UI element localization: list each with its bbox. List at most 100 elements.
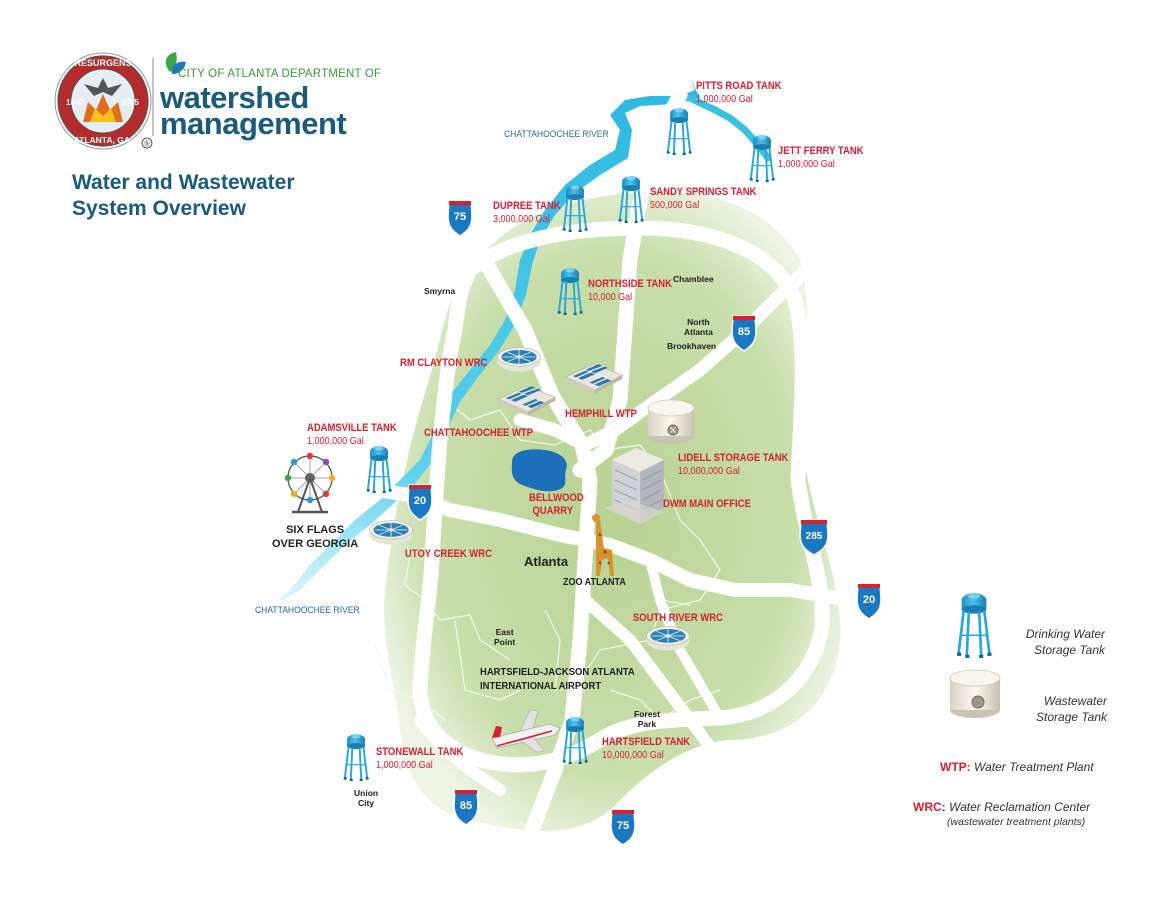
jett-ferry-tank-name: JETT FERRY TANK [778, 145, 864, 157]
hartsfield-tank-capacity: 10,000,000 Gal [602, 748, 664, 761]
legend-wastewater-tank-icon [949, 669, 1001, 718]
bellwood-quarry-label: BELLWOOD QUARRY [529, 492, 593, 517]
northside-tank-name: NORTHSIDE TANK [588, 278, 672, 290]
smyrna-label: Smyrna [424, 286, 456, 296]
svg-text:®: ® [144, 140, 150, 148]
dwm-main-office-label: DWM MAIN OFFICE [663, 498, 751, 510]
legend-wtp-text: Water Treatment Plant [974, 760, 1094, 774]
i85-north-label: 85 [738, 326, 750, 338]
chattahoochee-wtp-label: CHATTAHOOCHEE WTP [424, 427, 533, 439]
sandy-springs-tank-name: SANDY SPRINGS TANK [650, 186, 757, 198]
dupree-tank-label: DUPREE TANK 3,000,000 Gal [493, 200, 572, 225]
hartsfield-tank-label: HARTSFIELD TANK 10,000,000 Gal [602, 736, 704, 761]
lidell-storage-tank-name: LIDELL STORAGE TANK [678, 452, 789, 464]
brookhaven-label: Brookhaven [667, 341, 717, 351]
northside-tank-label: NORTHSIDE TANK 10,000 Gal [588, 278, 686, 303]
south-river-clarifier-icon [646, 626, 690, 651]
seal-top-text: RESURGENS [74, 58, 131, 68]
stonewall-tank-label: STONEWALL TANK 1,000,000 Gal [376, 746, 477, 771]
i75-south-label: 75 [617, 820, 629, 832]
six-flags-line-2: OVER GEORGIA [272, 538, 359, 550]
lidell-storage-tank-label: LIDELL STORAGE TANK 10,000,000 Gal [678, 452, 806, 477]
seal-year-left: 1847 [66, 98, 84, 107]
bellwood-quarry-label-line-1: BELLWOOD [529, 492, 584, 504]
i20-west-shield: 20 [407, 484, 433, 521]
airport-line-1: HARTSFIELD-JACKSON ATLANTA [480, 666, 635, 678]
chamblee-label: Chamblee [673, 274, 714, 284]
forest-park-line-2: Park [637, 718, 657, 729]
seal-year-right: 1865 [121, 98, 139, 107]
rm-clayton-wrc-label: RM CLAYTON WRC [400, 357, 488, 369]
dwm-main-office-building-icon [604, 448, 664, 524]
i75-south-shield: 75 [610, 809, 636, 846]
legend-wtp-abbr: WTP: [940, 760, 971, 774]
utoy-creek-clarifier-icon [369, 520, 413, 545]
zoo-atlanta-label: ZOO ATLANTA [563, 577, 626, 588]
department-name-management: management [160, 106, 347, 141]
legend-drinking-water-tank-icon [955, 591, 993, 660]
river-label-north: CHATTAHOOCHEE RIVER [504, 129, 609, 140]
page-title-line-1: Water and Wastewater [72, 171, 295, 194]
northside-tank-capacity: 10,000 Gal [588, 290, 633, 303]
city-seal-icon: RESURGENS ATLANTA, GA. 1847 1865 ® [54, 52, 153, 150]
lidell-storage-tank-capacity: 10,000,000 Gal [678, 464, 740, 477]
i20-east-label: 20 [863, 594, 875, 606]
legend-drinking-line-2: Storage Tank [1034, 643, 1105, 657]
giraffe-icon [592, 514, 614, 576]
i285-label: 285 [806, 531, 823, 542]
jett-ferry-tank-capacity: 1,000,000 Gal [778, 157, 835, 170]
atlanta-label: Atlanta [524, 554, 569, 569]
legend-wrc-abbr: WRC: [913, 800, 946, 814]
i75-north-label: 75 [454, 211, 466, 223]
i75-north-shield: 75 [447, 200, 473, 237]
union-city-label: Union City [354, 788, 379, 809]
dupree-tank-name: DUPREE TANK [493, 200, 561, 212]
i85-south-shield: 85 [453, 789, 479, 826]
north-atlanta-line-1: North [687, 317, 710, 327]
airplane-icon [491, 709, 561, 753]
legend-wtp: WTP: Water Treatment Plant [940, 760, 1094, 774]
legend-drinking-water: Drinking Water Storage Tank [990, 626, 1105, 658]
legend-waste-line-1: Wastewater [1043, 694, 1107, 708]
six-flags-line-1: SIX FLAGS [286, 524, 345, 536]
jett-ferry-tank-label: JETT FERRY TANK 1,000,000 Gal [778, 145, 877, 170]
six-flags-label: SIX FLAGS OVER GEORGIA [272, 523, 358, 551]
i85-north-shield: 85 [731, 315, 757, 352]
legend-wrc: WRC: Water Reclamation Center [913, 800, 1090, 814]
i285-shield: 285 [799, 519, 829, 556]
utoy-creek-wrc-label: UTOY CREEK WRC [405, 548, 492, 560]
adamsville-tank-name: ADAMSVILLE TANK [307, 422, 397, 434]
adamsville-tank-capacity: 1,000,000 Gal [307, 434, 364, 447]
union-city-line-1: Union [354, 788, 379, 798]
legend-wrc-sub: (wastewater treatment plants) [947, 816, 1086, 828]
legend-waste-line-2: Storage Tank [1036, 710, 1107, 724]
east-point-line-2: Point [494, 636, 516, 647]
jett-ferry-tank-icon [748, 134, 776, 184]
dupree-tank-capacity: 3,000,000 Gal [493, 212, 550, 225]
east-point-label: East Point [494, 627, 516, 648]
forest-park-label: Forest Park [634, 709, 660, 730]
forest-park-line-1: Forest [634, 709, 660, 719]
bellwood-quarry-lake [511, 449, 567, 492]
pitts-road-tank-icon [665, 107, 693, 157]
airport-label: HARTSFIELD-JACKSON ATLANTA INTERNATIONAL… [480, 665, 635, 693]
pitts-road-tank-label: PITTS ROAD TANK 1,000,000 Gal [696, 80, 795, 105]
stonewall-tank-capacity: 1,000,000 Gal [376, 758, 433, 771]
hemphill-wtp-label: HEMPHILL WTP [565, 408, 637, 420]
east-point-line-1: East [495, 627, 514, 637]
bellwood-quarry-label-line-2: QUARRY [532, 504, 574, 517]
ferris-wheel-icon [284, 452, 336, 514]
legend-wastewater: Wastewater Storage Tank [990, 693, 1107, 725]
south-river-wrc-label: SOUTH RIVER WRC [633, 612, 723, 624]
i20-west-label: 20 [414, 495, 426, 507]
leaf-logo-icon [165, 52, 186, 74]
hartsfield-tank-name: HARTSFIELD TANK [602, 736, 691, 748]
sandy-springs-tank-label: SANDY SPRINGS TANK 500,000 Gal [650, 186, 774, 211]
stonewall-tank-icon [342, 733, 370, 783]
highways [303, 87, 887, 838]
seal-bottom-text: ATLANTA, GA. [74, 135, 133, 145]
sandy-springs-tank-capacity: 500,000 Gal [650, 198, 700, 211]
legend-drinking-line-1: Drinking Water [1025, 627, 1105, 641]
north-atlanta-line-2: Atlanta [684, 326, 713, 337]
